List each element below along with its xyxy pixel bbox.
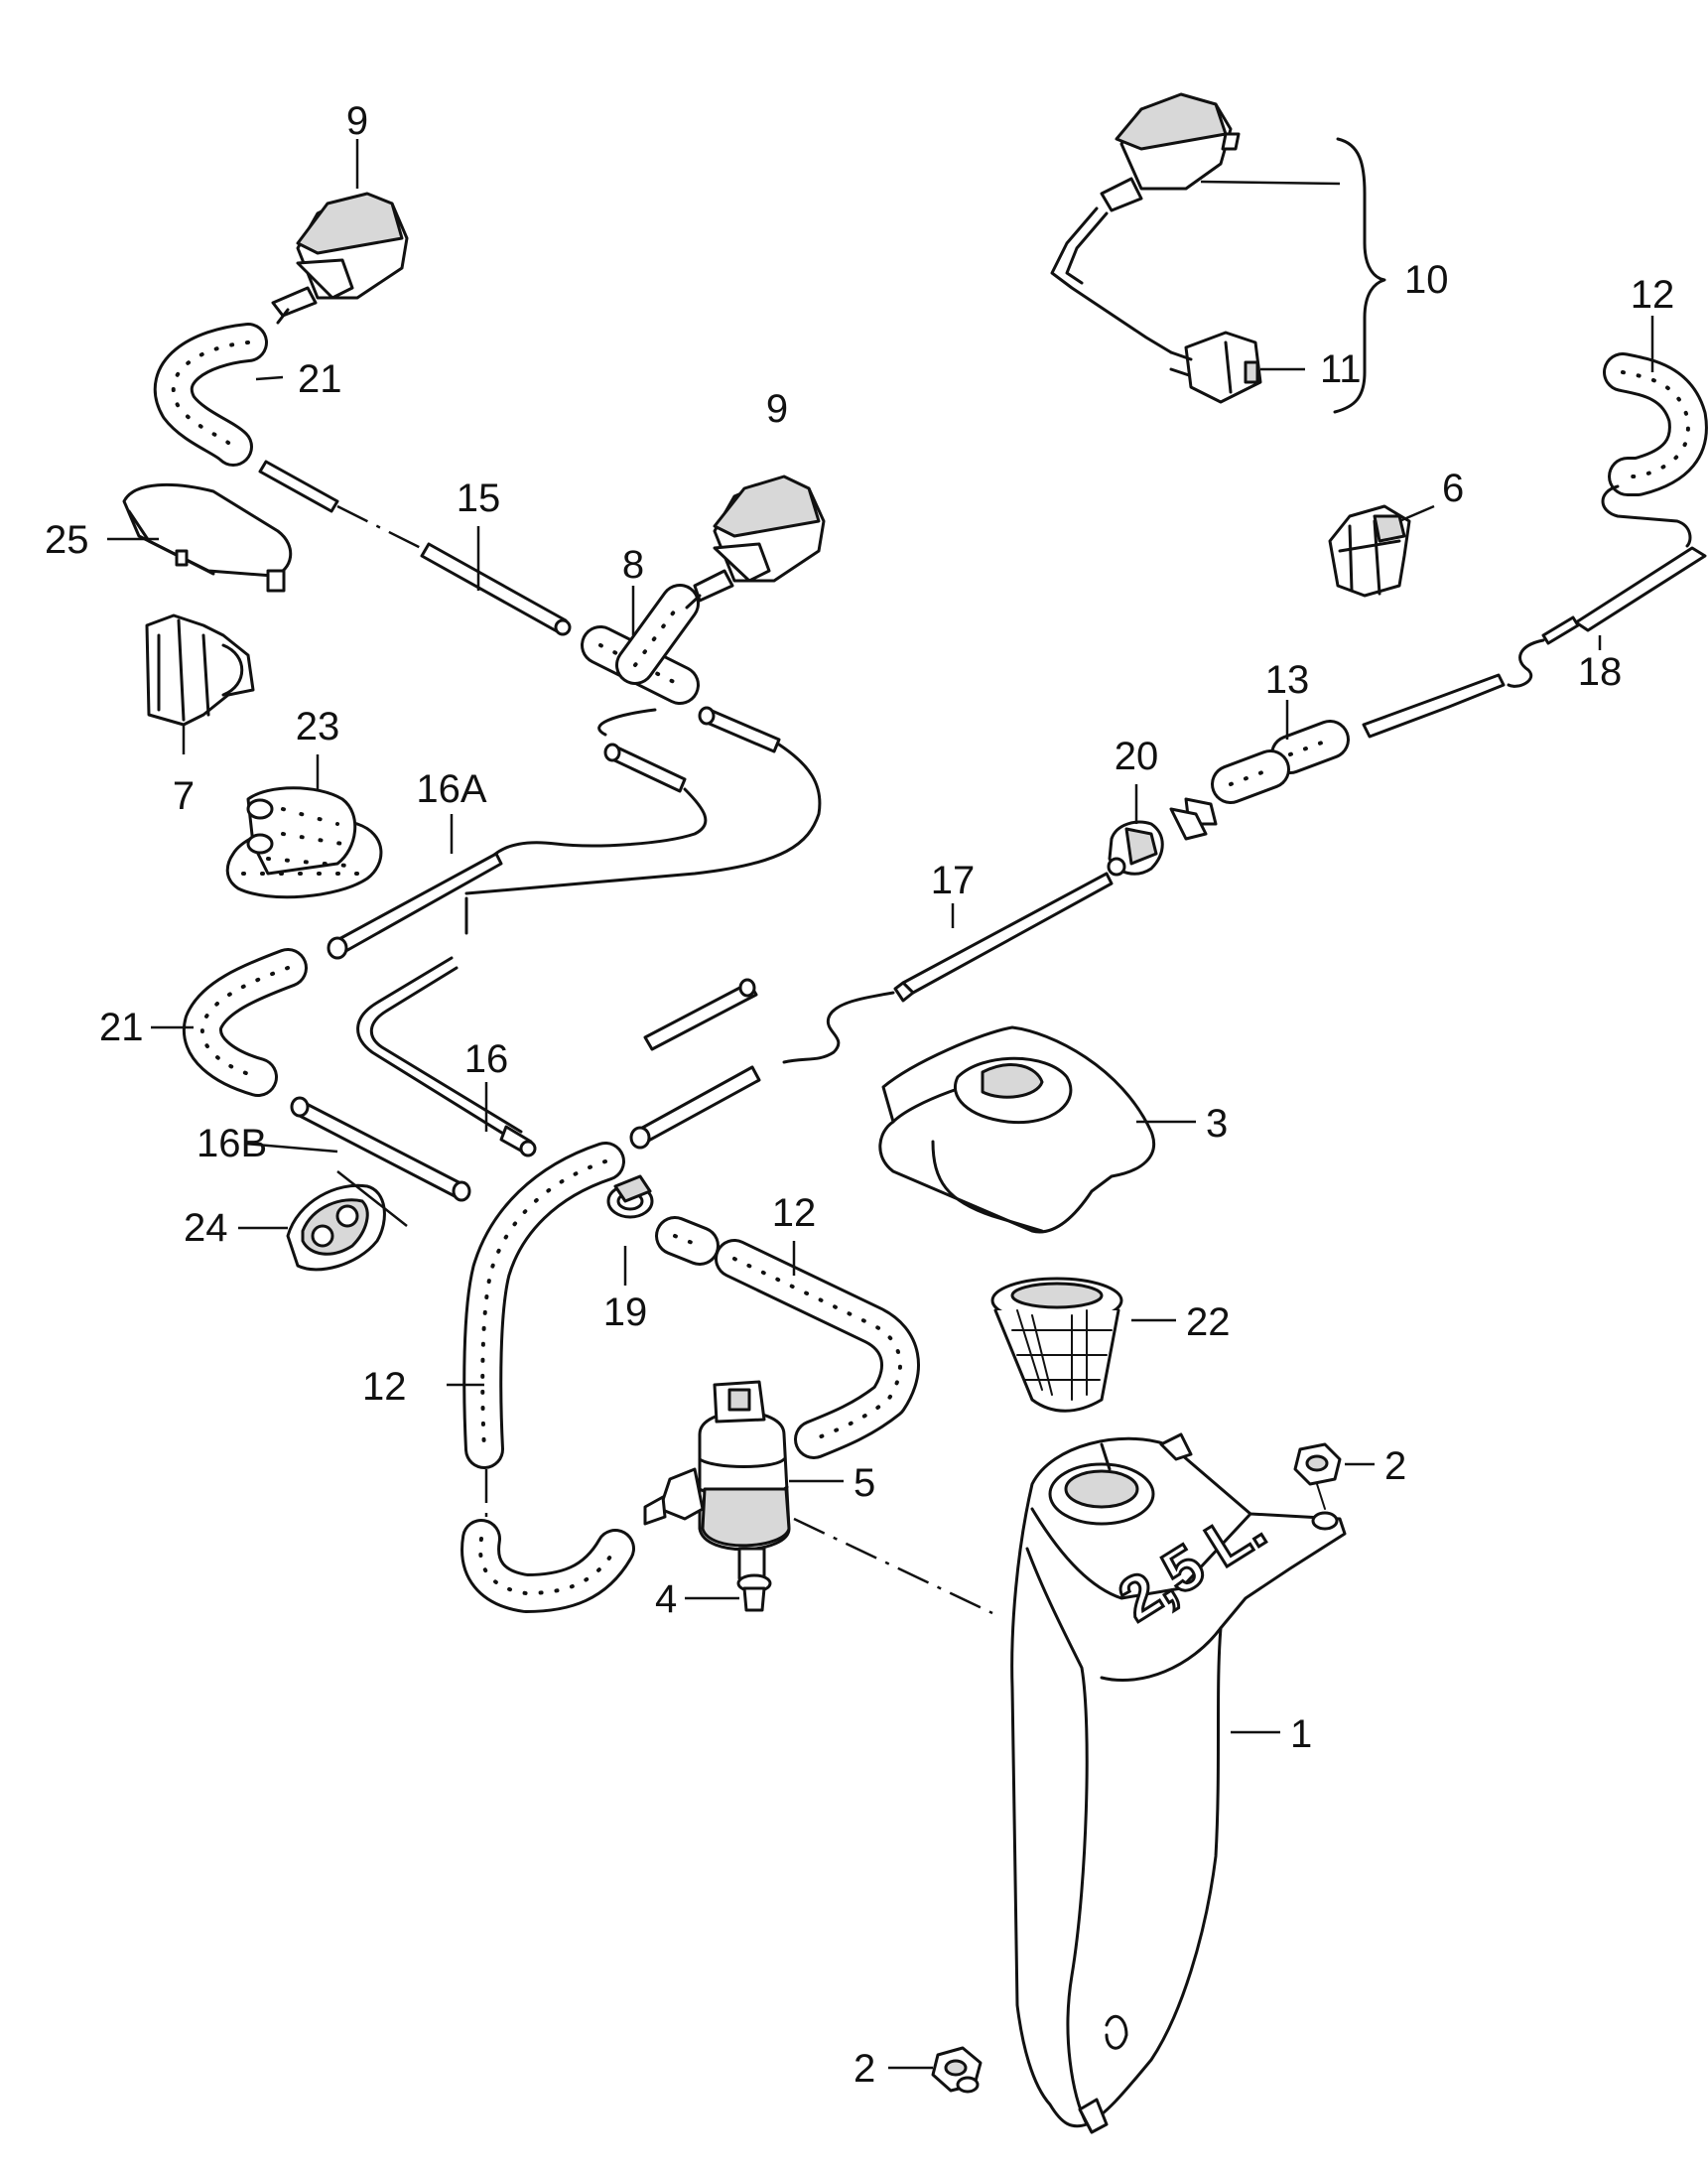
nut-2-upper — [1293, 1442, 1342, 1531]
tube-15 — [258, 460, 572, 636]
tube-16b — [290, 1096, 471, 1202]
callout-5: 5 — [854, 1461, 875, 1505]
callout-20: 20 — [1115, 735, 1159, 778]
callout-13: 13 — [1265, 658, 1310, 702]
callout-25: 25 — [45, 518, 89, 562]
nut-2-lower — [931, 2046, 983, 2094]
callout-1: 1 — [1290, 1712, 1312, 1756]
tube-16 — [356, 956, 537, 1157]
callout-16: 16 — [464, 1037, 509, 1081]
bracket-10 — [1333, 137, 1386, 414]
callout-16b: 16B — [197, 1122, 267, 1165]
callout-2-lower: 2 — [854, 2047, 875, 2091]
connector-11 — [1169, 331, 1262, 404]
hose-21-lower — [183, 948, 308, 1097]
callout-21-top: 21 — [298, 357, 342, 401]
callout-21-lower: 21 — [99, 1006, 144, 1049]
callout-3: 3 — [1206, 1102, 1228, 1146]
cover-25 — [122, 483, 293, 593]
callout-12-left: 12 — [362, 1365, 407, 1409]
callout-22: 22 — [1186, 1300, 1231, 1344]
connectors-13 — [1211, 720, 1350, 804]
hose-12-left — [460, 1142, 635, 1613]
grommet-4 — [736, 1573, 772, 1612]
clip-7 — [145, 613, 255, 727]
callout-8: 8 — [622, 543, 644, 587]
callout-9-left: 9 — [346, 99, 368, 143]
callout-10: 10 — [1404, 258, 1449, 302]
callout-11: 11 — [1320, 347, 1362, 391]
tube-17 — [782, 872, 1114, 1064]
hose-clamp-19 — [606, 1174, 654, 1219]
callout-16a: 16A — [416, 767, 486, 811]
tube-from-tee — [603, 706, 781, 793]
washer-pump-5 — [643, 1380, 791, 1580]
hose-21-upper — [153, 323, 268, 467]
callout-23: 23 — [296, 705, 340, 748]
callout-7: 7 — [173, 774, 195, 818]
grommet-23 — [225, 786, 383, 899]
clip-6 — [1328, 504, 1411, 598]
heated-nozzle-10 — [1050, 92, 1241, 354]
callout-4: 4 — [655, 1577, 677, 1621]
hose-12-right — [1601, 352, 1708, 548]
washer-reservoir-1: 2,5 L. — [1010, 1432, 1347, 2134]
callout-24: 24 — [184, 1206, 228, 1250]
callout-12-middle: 12 — [772, 1191, 817, 1235]
callout-6: 6 — [1442, 467, 1464, 510]
washer-nozzle-left — [271, 192, 409, 325]
callout-12-top-right: 12 — [1631, 273, 1675, 317]
check-valve-20 — [1107, 797, 1218, 877]
callout-9-right: 9 — [766, 387, 788, 431]
callout-17: 17 — [931, 859, 976, 902]
callout-2-upper: 2 — [1384, 1444, 1406, 1488]
filler-cover-3 — [878, 1025, 1156, 1234]
callout-18: 18 — [1578, 650, 1623, 694]
callout-labels: 9 9 10 11 12 21 6 15 25 8 18 13 23 7 20 … — [45, 99, 1674, 2091]
callout-15: 15 — [457, 476, 501, 520]
callout-19: 19 — [603, 1291, 648, 1334]
tube-18 — [1507, 546, 1707, 688]
connector-hose-small — [655, 1216, 720, 1266]
washer-nozzle-right — [685, 475, 826, 610]
tee-connector-8 — [581, 584, 700, 705]
hose-12-middle — [715, 1239, 920, 1459]
tube-13-right — [1362, 673, 1506, 739]
tube-pump-supply — [629, 978, 761, 1150]
grommet-24 — [286, 1183, 386, 1272]
flex-lines — [464, 708, 822, 935]
leader-lines — [107, 139, 1654, 2070]
tube-16a — [327, 852, 503, 960]
dashline-pump-tank — [793, 1517, 993, 1615]
strainer-22 — [990, 1277, 1123, 1413]
